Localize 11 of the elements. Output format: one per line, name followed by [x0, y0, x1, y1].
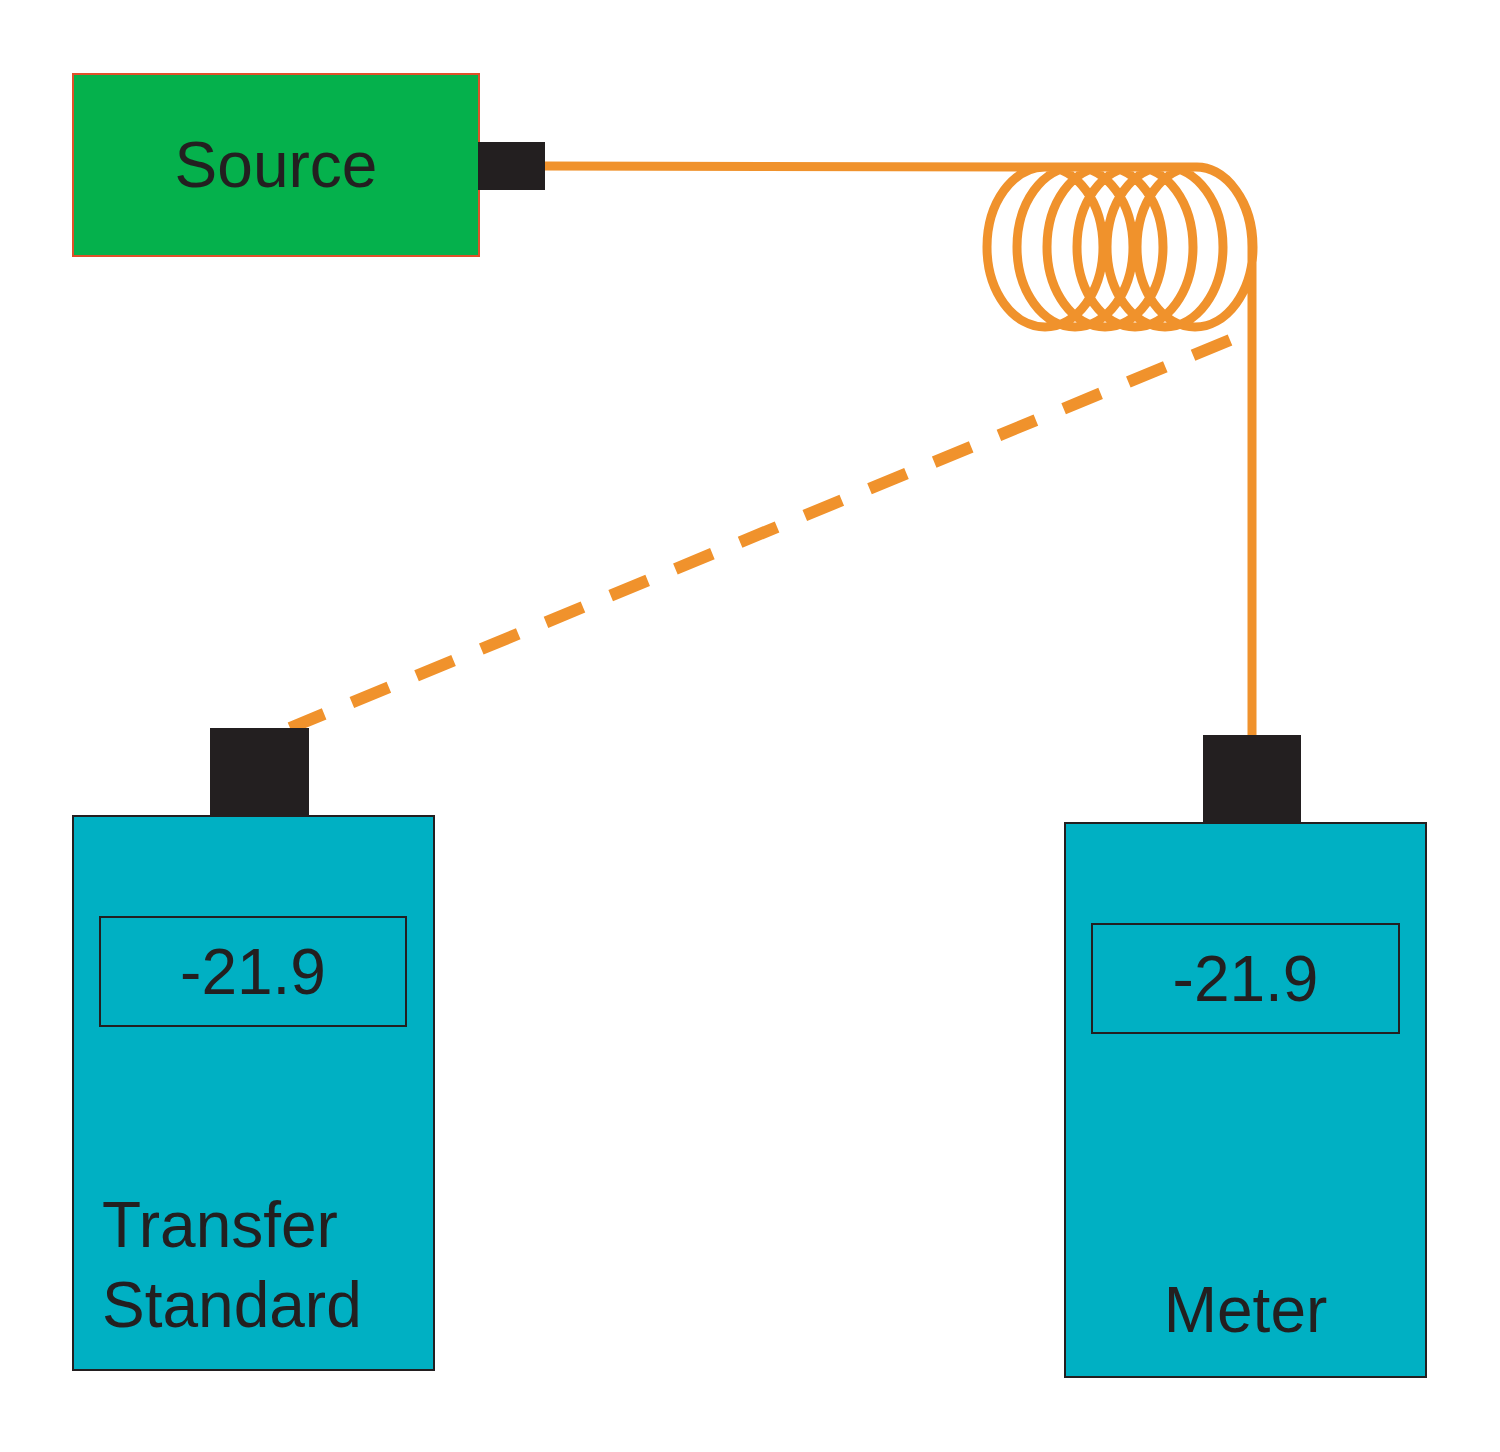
device-label: Transfer Standard [102, 1188, 363, 1343]
source-box: Source [72, 73, 480, 257]
device-label: Meter [1162, 1273, 1329, 1348]
connector-port [1203, 735, 1301, 822]
meter-body [72, 815, 435, 1371]
optical-fiber [545, 161, 1257, 735]
display-screen: -21.9 [99, 916, 407, 1027]
connector-port [478, 142, 545, 190]
display-screen: -21.9 [1091, 923, 1400, 1034]
meter-body [1064, 822, 1427, 1378]
connector-port [210, 728, 309, 815]
